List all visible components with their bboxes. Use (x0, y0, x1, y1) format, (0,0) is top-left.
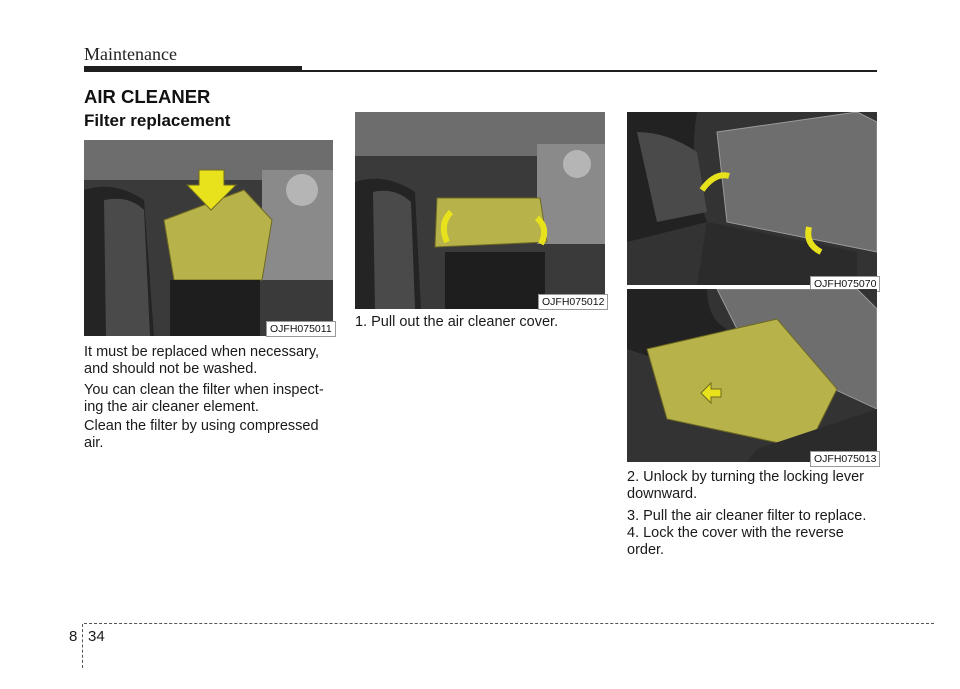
subsection-title: Filter replacement (84, 111, 231, 130)
section-title: AIR CLEANER (84, 86, 211, 107)
paragraph-inspect: You can clean the filter when inspect-in… (84, 382, 324, 415)
photo-code-label: OJFH075013 (810, 451, 881, 467)
paragraph-replace: It must be replaced when necessary, and … (84, 344, 320, 377)
engine-photo-4 (627, 289, 877, 462)
page-number: 34 (88, 628, 105, 645)
step-4: 4. Lock the cover with the reverse order… (627, 525, 844, 558)
header-rule-thick (84, 66, 302, 72)
engine-photo-2 (355, 112, 605, 309)
chapter-number: 8 (69, 628, 78, 645)
header-title: Maintenance (84, 44, 177, 64)
photo-code-label: OJFH075012 (538, 294, 609, 310)
footer-page-separator (82, 624, 83, 668)
photo-code-label: OJFH075070 (810, 276, 881, 292)
step-2: 2. Unlock by turning the locking lever d… (627, 469, 864, 502)
header-rule-thin (302, 70, 877, 72)
photo-code-label: OJFH075011 (266, 321, 336, 337)
paragraph-compressed-air: Clean the filter by using compressed air… (84, 418, 319, 451)
engine-photo-1 (84, 140, 333, 336)
engine-photo-3 (627, 112, 877, 285)
footer-divider (84, 623, 934, 624)
step-1: 1. Pull out the air cleaner cover. (355, 314, 559, 330)
step-3: 3. Pull the air cleaner filter to replac… (627, 508, 867, 524)
